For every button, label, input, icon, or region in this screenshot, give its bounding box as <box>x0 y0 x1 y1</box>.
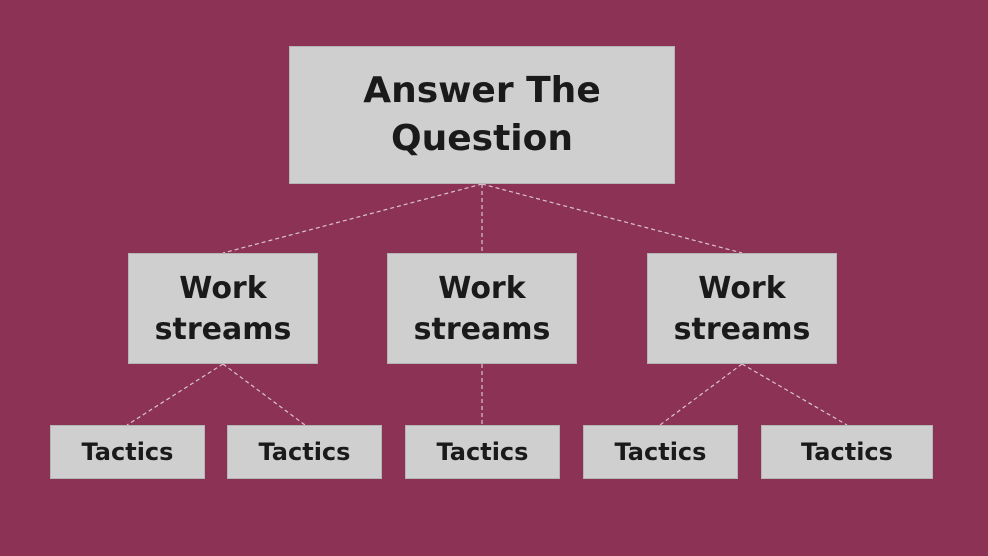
tactics-box: Tactics <box>761 425 933 479</box>
answer-the-question-box: Answer The Question <box>289 46 675 184</box>
connector-stream-1-tactic-2 <box>222 363 306 426</box>
tactics-label: Tactics <box>258 438 351 466</box>
work-streams-label: Work streams <box>154 270 292 347</box>
connector-root-stream-3 <box>481 183 743 254</box>
work-streams-box: Work streams <box>647 253 837 364</box>
tactics-box: Tactics <box>227 425 382 479</box>
tactics-box: Tactics <box>583 425 738 479</box>
connector-root-stream-1 <box>222 183 483 254</box>
work-streams-label: Work streams <box>673 270 811 347</box>
tactics-label: Tactics <box>801 438 893 466</box>
connector-stream-3-tactic-5 <box>741 363 848 426</box>
tactics-label: Tactics <box>436 438 529 466</box>
tactics-label: Tactics <box>81 438 174 466</box>
work-streams-label: Work streams <box>413 270 551 347</box>
work-streams-box: Work streams <box>387 253 577 364</box>
tactics-box: Tactics <box>50 425 205 479</box>
answer-the-question-label: Answer The Question <box>363 70 601 159</box>
connector-stream-3-tactic-4 <box>659 363 743 426</box>
tactics-box: Tactics <box>405 425 560 479</box>
work-streams-box: Work streams <box>128 253 318 364</box>
tactics-label: Tactics <box>614 438 707 466</box>
connector-stream-1-tactic-1 <box>126 363 224 426</box>
